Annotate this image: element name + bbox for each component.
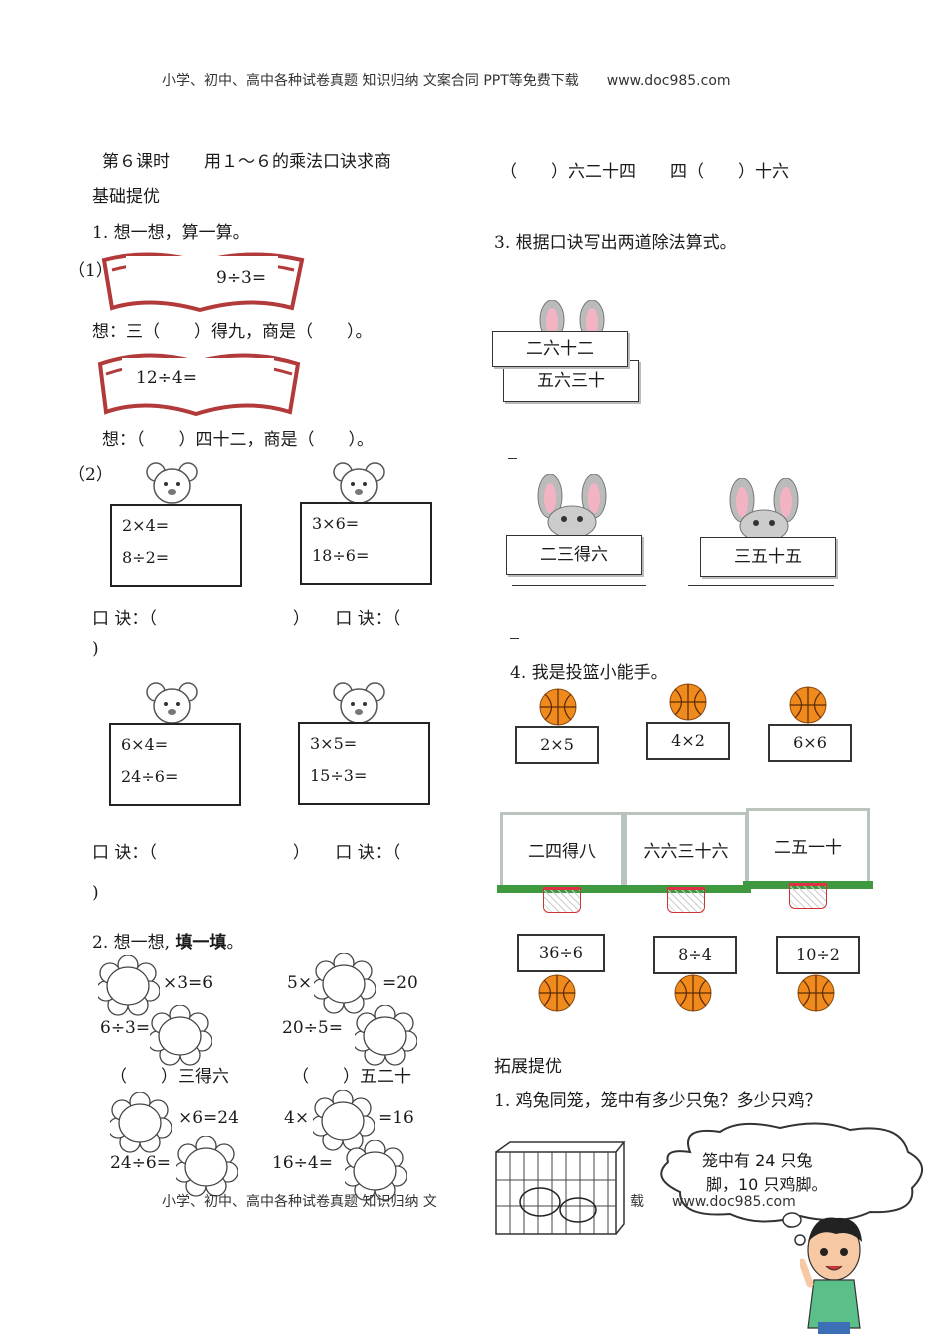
mouse-icon xyxy=(146,462,198,504)
q3-title: 3. 根据口诀写出两道除法算式。 xyxy=(494,233,737,253)
divide-box: 36÷6 xyxy=(517,934,605,972)
problem-box: 2×4= 8÷2= xyxy=(110,504,242,587)
basketball-icon xyxy=(797,974,835,1012)
open-book-icon xyxy=(97,353,301,417)
koujue-row1: 口 诀：（ ） 口 诀：（ xyxy=(92,609,401,629)
rabbit-icon xyxy=(537,474,607,538)
section-basic: 基础提优 xyxy=(92,187,160,207)
mouse-icon xyxy=(333,682,385,724)
basketball-icon xyxy=(538,974,576,1012)
backboard: 六六三十六 xyxy=(621,812,751,913)
q2-item: 16÷4= xyxy=(272,1153,333,1173)
q2-item: 24÷6= xyxy=(110,1153,171,1173)
problem-box: 3×5= 15÷3= xyxy=(298,722,430,805)
q2-item: ×6=24 xyxy=(178,1108,239,1128)
flower-blank-icon xyxy=(110,1092,172,1153)
box-line: 2×4= xyxy=(122,516,170,535)
q1-part2-label: （2） xyxy=(68,465,113,485)
footer-left: 小学、初中、高中各种试卷真题 知识归纳 文 xyxy=(162,1194,437,1210)
basketball-icon xyxy=(669,683,707,721)
hoop-net-icon xyxy=(667,887,705,913)
rabbit-icon xyxy=(539,300,605,340)
q2-item: （ ）三得六 xyxy=(110,1067,229,1087)
flower-blank-icon xyxy=(150,1005,212,1066)
basketball-icon xyxy=(674,974,712,1012)
footer-right: 载 www.doc985.com xyxy=(630,1194,796,1210)
divide-box: 10÷2 xyxy=(776,936,860,974)
q2-item: ×3=6 xyxy=(163,973,214,993)
q2-item: =16 xyxy=(378,1108,414,1128)
think1: 想：三（ ）得九，商是（ ）。 xyxy=(92,322,373,342)
flower-blank-icon xyxy=(355,1005,417,1066)
lesson-title: 第６课时 用１～６的乘法口诀求商 xyxy=(102,152,391,172)
answer-line xyxy=(510,638,519,639)
book2-equation: 12÷4= xyxy=(136,368,197,388)
bubble-line2: 脚，10 只鸡脚。 xyxy=(706,1175,828,1194)
answer-line xyxy=(508,458,517,459)
rabbit-icon xyxy=(729,478,799,542)
q2-title: 2. 想一想, 填一填。 xyxy=(92,928,243,953)
q2-title-start: 2. 想一想, xyxy=(92,933,171,953)
q1-title: 1. 想一想，算一算。 xyxy=(92,223,250,243)
divide-box: 8÷4 xyxy=(653,936,737,974)
problem-box: 3×6= 18÷6= xyxy=(300,502,432,585)
multiply-box: 6×6 xyxy=(768,724,852,762)
rabbit-card: 三五十五 xyxy=(700,537,836,577)
answer-line xyxy=(688,585,834,586)
page-header: 小学、初中、高中各种试卷真题 知识归纳 文案合同 PPT等免费下载 www.do… xyxy=(162,73,731,89)
thought-dots xyxy=(782,1212,806,1246)
basketball-icon xyxy=(789,686,827,724)
multiply-box: 2×5 xyxy=(515,726,599,764)
close-paren: ) xyxy=(92,883,99,903)
flower-blank-icon xyxy=(176,1136,238,1197)
right-top-blanks: （ ）六二十四 四（ ）十六 xyxy=(500,162,789,182)
backboard-text: 二四得八 xyxy=(528,842,596,862)
koujue-row2: 口 诀：（ ） 口 诀：（ xyxy=(92,843,401,863)
cage-icon xyxy=(495,1141,626,1235)
q2-item: 20÷5= xyxy=(282,1018,343,1038)
q2-item: （ ）五二十 xyxy=(292,1067,411,1087)
rabbit-card: 二六十二 xyxy=(492,331,628,367)
open-book-icon xyxy=(101,252,305,313)
q2-item: 6÷3= xyxy=(100,1018,151,1038)
basketball-icon xyxy=(539,688,577,726)
mouse-icon xyxy=(146,682,198,724)
box-line: 8÷2= xyxy=(122,548,170,567)
q2-item: 5× xyxy=(287,973,313,993)
box-line: 3×5= xyxy=(310,734,358,753)
backboard-text: 六六三十六 xyxy=(643,842,729,862)
box-line: 3×6= xyxy=(312,514,360,533)
box-line: 24÷6= xyxy=(121,767,179,786)
q2-item: 4× xyxy=(284,1108,310,1128)
q1-part1-label: （1） xyxy=(68,261,113,281)
box-line: 15÷3= xyxy=(310,766,368,785)
backboard: 二五一十 xyxy=(743,808,873,909)
hoop-net-icon xyxy=(543,887,581,913)
answer-line xyxy=(512,585,646,586)
book1-equation: 9÷3= xyxy=(216,268,267,288)
box-line: 18÷6= xyxy=(312,546,370,565)
rabbit-card: 二三得六 xyxy=(506,535,642,575)
bubble-line1: 笼中有 24 只兔 xyxy=(702,1151,813,1170)
hoop-net-icon xyxy=(789,883,827,909)
q2-title-bold: 填一填 xyxy=(175,933,227,953)
boy-icon xyxy=(800,1217,862,1334)
think2: 想：（ ）四十二，商是（ ）。 xyxy=(102,430,374,450)
backboard: 二四得八 xyxy=(497,812,627,913)
q2-title-end: 。 xyxy=(226,933,244,953)
rabbit-card: 五六三十 xyxy=(503,360,639,402)
q4-title: 4. 我是投篮小能手。 xyxy=(510,663,668,683)
problem-box: 6×4= 24÷6= xyxy=(109,723,241,806)
mouse-icon xyxy=(333,462,385,504)
q2-item: =20 xyxy=(382,973,418,993)
backboard-text: 二五一十 xyxy=(774,838,842,858)
section-ext: 拓展提优 xyxy=(494,1057,562,1077)
ext-q1: 1. 鸡兔同笼，笼中有多少只兔？多少只鸡？ xyxy=(494,1091,822,1111)
close-paren: ) xyxy=(92,639,99,659)
multiply-box: 4×2 xyxy=(646,722,730,760)
box-line: 6×4= xyxy=(121,735,169,754)
